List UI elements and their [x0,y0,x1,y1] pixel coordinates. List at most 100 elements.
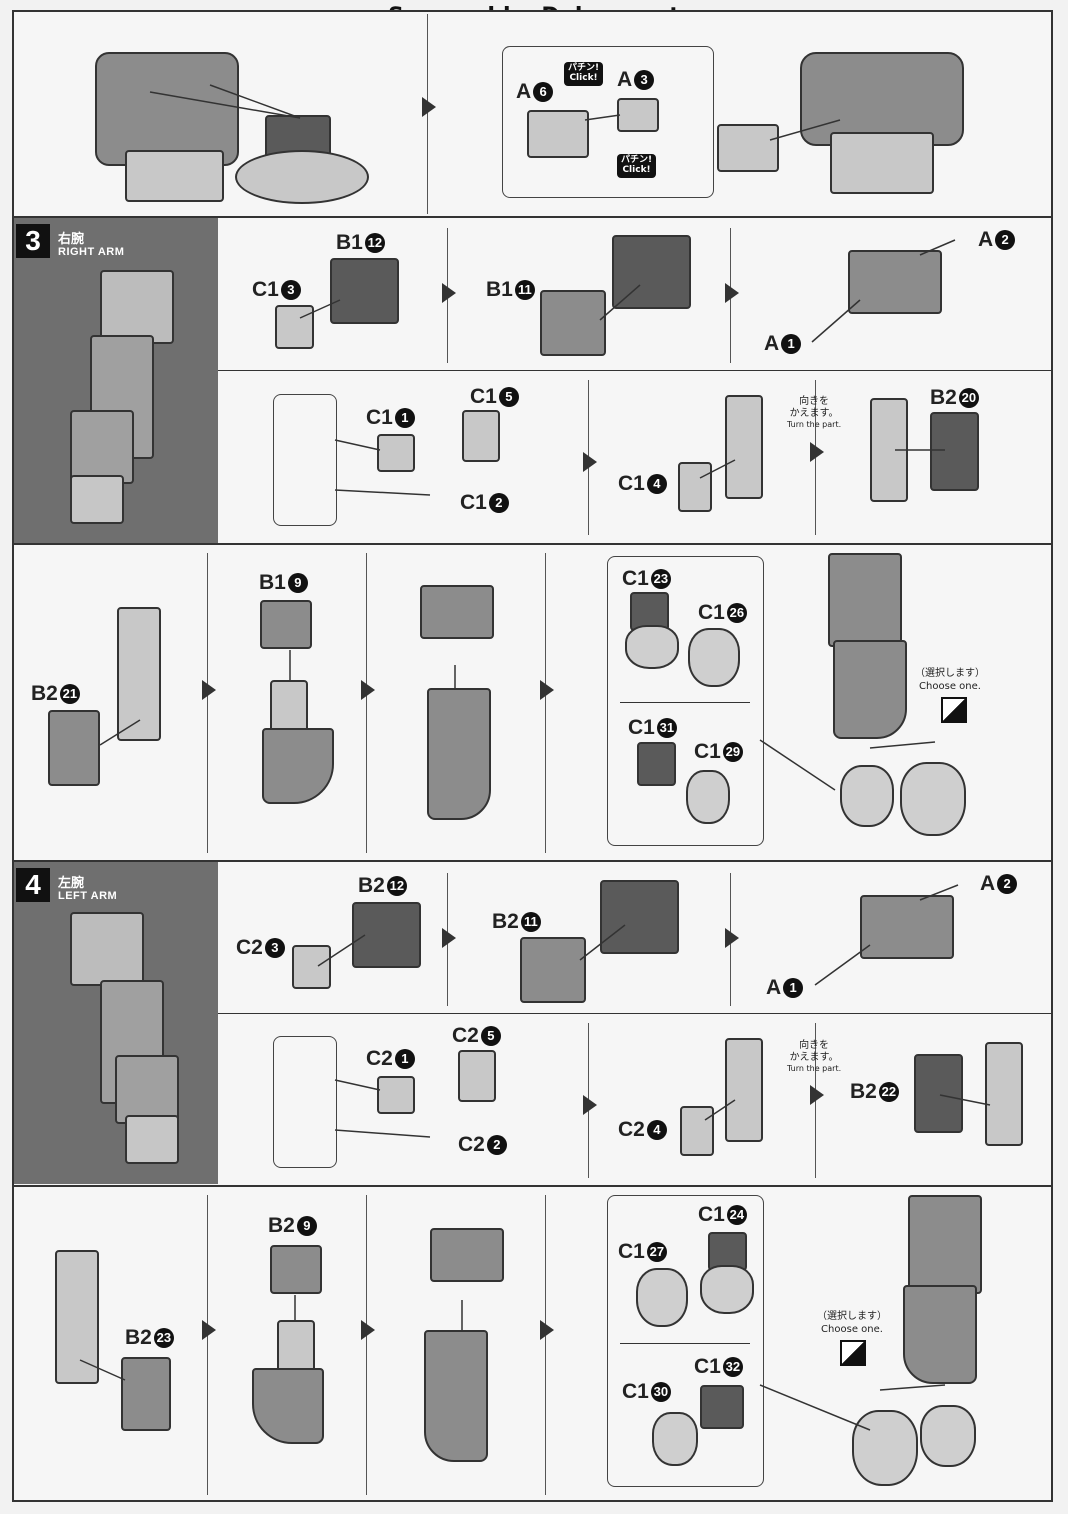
part-c1-4-illustration [678,462,712,512]
part-c1-23-illustration [630,592,669,631]
part-b2-12-illustration [352,902,421,968]
divider-step4 [12,860,1053,862]
step-number-badge: 3 [16,224,50,258]
part-b2-9-illustration [270,1245,322,1294]
elbow-assembly-illustration [600,880,679,954]
part-b2-20-illustration [930,412,979,491]
part-c1-26-illustration [688,628,740,687]
part-c1-29-illustration [686,770,730,824]
adapter-illustration [717,124,779,172]
forearm-armor-illustration [262,728,334,804]
part-a6-illustration [527,110,589,158]
divider-v [366,1195,367,1495]
step-arrow [540,680,554,700]
part-b2-21-illustration [48,710,100,786]
part-c2-1-illustration [377,1076,415,1114]
step-arrow [202,1320,216,1340]
open-hand-illustration [852,1410,918,1486]
open-hand-illustration [625,625,679,669]
step-arrow [583,1095,597,1115]
forearm-frame-illustration [870,398,908,502]
step-arrow [361,1320,375,1340]
hand-overview-illustration [70,475,124,524]
step-arrow [442,928,456,948]
divider-v [366,553,367,853]
runner-callout-box [273,1036,337,1168]
divider-step3-row2 [12,543,1053,545]
step-number-badge: 4 [16,868,50,902]
elbow-assembly-illustration [612,235,691,309]
step-arrow [202,680,216,700]
hand-overview-illustration [125,1115,179,1164]
torso-lower-illustration [830,132,934,194]
torso-body-illustration [95,52,239,166]
click-badge: パチン!Click! [617,154,657,178]
part-c1-3-illustration [275,305,314,349]
step-arrow [361,680,375,700]
forearm-frame-illustration [725,1038,763,1142]
divider-v [207,553,208,853]
part-c2-5-illustration [458,1050,496,1102]
open-hand-illustration [900,762,966,836]
hand-choice-divider [620,1343,750,1344]
step-title-jp: 右腕 [58,232,85,247]
full-arm-illustration [903,1285,977,1384]
forearm-armor-illustration [252,1368,324,1444]
waist-ring-illustration [235,150,369,204]
elbow-block-illustration [420,585,494,639]
turn-part-note: 向きをかえます。Turn the part. [787,1040,842,1073]
fist-hand-illustration [840,765,894,827]
step-title-jp: 左腕 [58,876,85,891]
step-title-en: RIGHT ARM [58,246,125,258]
torso-block-illustration [125,150,224,202]
part-c2-4-illustration [680,1106,714,1156]
part-c1-32-illustration [700,1385,744,1429]
part-c1-24-illustration [708,1232,747,1271]
arm-overview-illustration [115,1055,179,1124]
step-arrow [422,97,436,117]
arm-overview-illustration [70,912,144,986]
part-b1-11-illustration [540,290,606,356]
divider-top [12,216,1053,218]
step-arrow [725,928,739,948]
forearm-frame-illustration [117,607,161,741]
divider-step4-row2 [12,1185,1053,1187]
click-badge: パチン!Click! [564,62,604,86]
part-c1-30-illustration [652,1412,698,1466]
part-b2-22-illustration [914,1054,963,1133]
arm-overview-illustration [70,410,134,484]
part-c1-27-illustration [636,1268,688,1327]
step-title-en: LEFT ARM [58,890,118,902]
turn-part-note: 向きをかえます。Turn the part. [787,396,842,429]
step-arrow [810,1085,824,1105]
part-c1-1-illustration [377,434,415,472]
part-b2-23-illustration [121,1357,171,1431]
forearm-frame-illustration [725,395,763,499]
part-b1-12-illustration [330,258,399,324]
full-arm-illustration [828,553,902,647]
